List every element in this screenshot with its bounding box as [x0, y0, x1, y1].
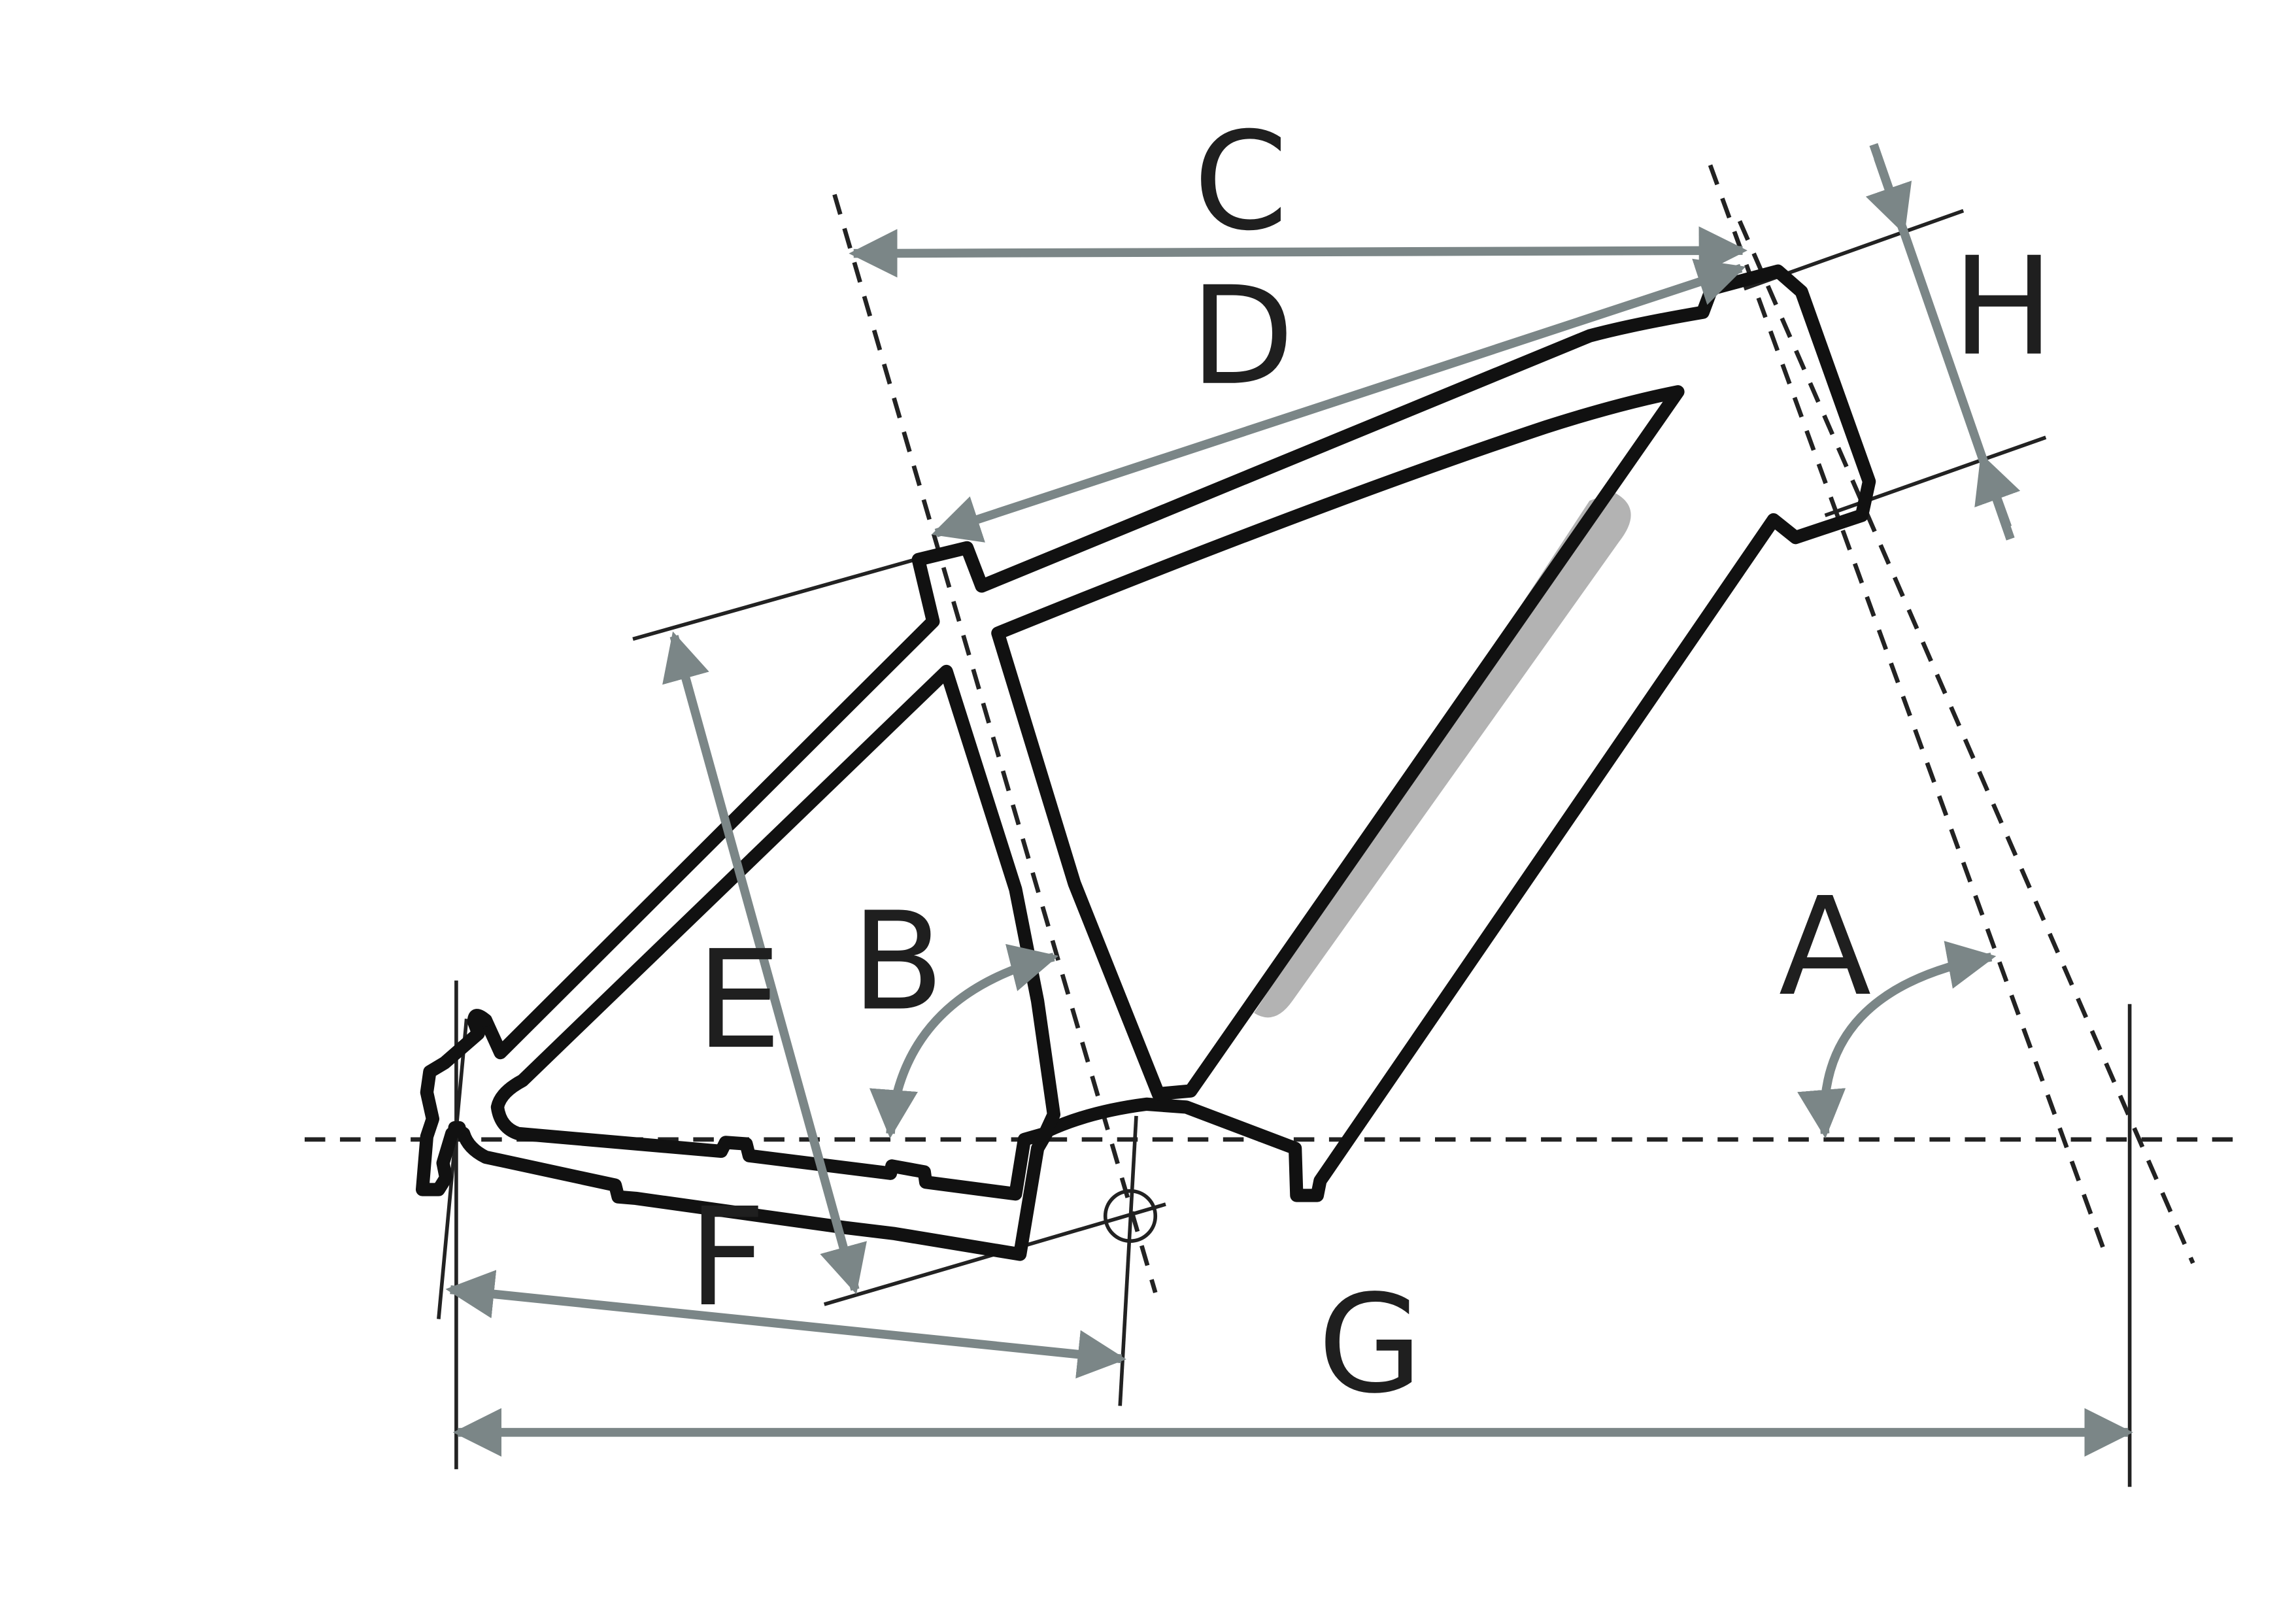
- dimension-label-e: E: [696, 921, 782, 1079]
- dimension-label-f: F: [688, 1179, 766, 1336]
- frame-front-triangle-inner: [991, 385, 1685, 1101]
- dimension-label-a: A: [1779, 868, 1872, 1026]
- dimension-label-d: D: [1190, 258, 1294, 415]
- dimension-label-h: H: [1952, 228, 2054, 386]
- dimension-a-arc: [1797, 941, 1997, 1139]
- dimension-label-b: B: [851, 883, 944, 1041]
- steering-axis-line: [1708, 164, 2110, 1261]
- dimension-label-c: C: [1194, 103, 1289, 260]
- seat-tube-axis-line: [832, 194, 1158, 1293]
- top-tube-reference-line: [632, 552, 937, 641]
- frame-seatstay-outline: [415, 1009, 493, 1196]
- steering-axis-line-offset: [1737, 220, 2195, 1264]
- rear-axle-slanted-line: [437, 1019, 469, 1319]
- dimension-b-arc: [869, 943, 1059, 1139]
- battery-shadow: [1254, 492, 1631, 1018]
- dimension-f-arrow: [445, 1270, 1126, 1379]
- dimension-c-arrow: [849, 226, 1747, 278]
- dimension-h-top-arrow: [1865, 156, 1912, 235]
- dimension-h-bottom-arrow: [1974, 453, 2021, 529]
- bottom-bracket-vertical-line: [1118, 1115, 1138, 1406]
- frame-rear-triangle-inner: [490, 664, 1061, 1201]
- dimension-e-arrow: [662, 631, 867, 1294]
- dimension-d-arrow: [931, 258, 1746, 543]
- bottom-bracket-center-marker: [1103, 1189, 1158, 1243]
- dimension-label-g: G: [1318, 1266, 1423, 1423]
